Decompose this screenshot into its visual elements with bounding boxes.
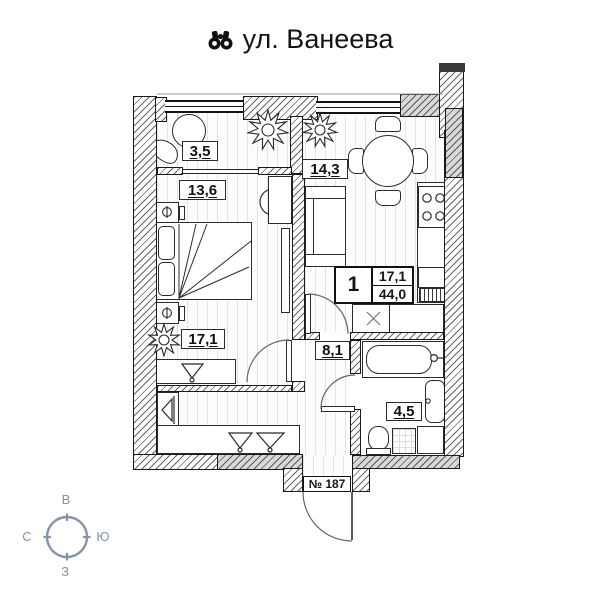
room-door-leaf	[286, 340, 292, 382]
wall-room-hall	[157, 385, 292, 392]
hallway-area-label: 8,1	[315, 341, 350, 360]
wall-top-right-cap	[439, 63, 465, 72]
nightstand-shelf	[179, 306, 185, 321]
compass-west-label: З	[61, 564, 69, 579]
wall-bottom-right	[352, 455, 460, 469]
sofa-armrest	[306, 198, 345, 199]
wall-right	[444, 130, 464, 457]
shower-tray	[392, 428, 416, 454]
kitchen-sink-cabinet	[418, 267, 445, 288]
sofa	[305, 186, 346, 267]
total-area-value: 44,0	[378, 285, 407, 302]
hall-wardrobe	[157, 425, 300, 454]
nightstand	[155, 302, 179, 324]
sofa-backrest	[313, 198, 314, 255]
pillow	[158, 226, 175, 260]
wall-bathroom-top	[350, 332, 444, 340]
wall-left	[133, 96, 157, 470]
loggia-window	[165, 100, 245, 113]
desk	[268, 176, 292, 224]
wall-right-gray-segment	[445, 108, 463, 178]
toilet-tank	[366, 448, 391, 455]
compass-icon	[43, 513, 91, 561]
dining-chair	[375, 116, 401, 132]
stove	[418, 186, 445, 228]
dining-chair	[412, 148, 428, 174]
bathroom-door-leaf	[321, 406, 355, 412]
wall-room-kitchen	[292, 174, 305, 340]
loggia-area-label: 3,5	[182, 141, 218, 161]
entrance-door-arc	[302, 491, 353, 542]
tv	[281, 228, 290, 313]
wall-top-left-corner	[155, 97, 167, 122]
living-area-label: 17,1	[181, 329, 225, 349]
rooms-count: 1	[336, 268, 373, 302]
bathroom-sink	[425, 380, 445, 423]
wall-bottom-left-gray	[217, 454, 303, 470]
wall-bottom-left	[133, 454, 219, 470]
kitchen-door-leaf	[305, 294, 311, 334]
loggia-glazing	[183, 169, 258, 174]
kitchen-area-label: 14,3	[302, 159, 348, 179]
dining-table	[362, 135, 414, 187]
wardrobe	[155, 359, 236, 384]
nightstand	[155, 202, 179, 223]
bathtub-inner	[366, 345, 432, 374]
compass-east-label: В	[61, 492, 71, 507]
apartment-info-box: 1 17,1 44,0	[334, 266, 414, 304]
vestibule-wall-right	[352, 468, 370, 492]
street-name: ул. Ванеева	[242, 24, 394, 54]
sofa-armrest	[306, 254, 345, 255]
compass-south-label: Ю	[96, 529, 110, 544]
shoe-cabinet	[157, 392, 179, 428]
vestibule-wall-left	[283, 468, 303, 492]
cabinet-divider	[389, 305, 390, 332]
page-title: ул. Ванеева	[0, 24, 600, 55]
toilet-bowl	[368, 426, 389, 450]
bathroom-area-label: 4,5	[386, 402, 422, 421]
wall-hall-bath-lower	[350, 409, 361, 455]
wall-top-middle	[243, 96, 318, 120]
dining-chair	[375, 190, 401, 206]
pillow	[158, 262, 175, 296]
loggia-partition-stub-right	[258, 167, 292, 175]
nightstand-shelf	[179, 206, 185, 220]
wall-top-right-flange	[400, 94, 442, 117]
kitchen-window	[316, 101, 402, 114]
living-area-value: 17,1	[373, 268, 412, 286]
radiator	[419, 288, 445, 302]
wall-room-door-stub	[292, 381, 305, 392]
bedroom-area-label: 13,6	[179, 180, 226, 200]
apartment-number-plate: № 187	[303, 476, 351, 492]
bathroom-cabinet	[417, 426, 444, 454]
wall-hall-bath-upper	[350, 340, 361, 374]
binoculars-icon	[208, 30, 233, 50]
loggia-partition-stub-left	[157, 167, 183, 175]
washer-cabinet-row	[352, 304, 444, 333]
compass-north-label: С	[22, 529, 32, 544]
